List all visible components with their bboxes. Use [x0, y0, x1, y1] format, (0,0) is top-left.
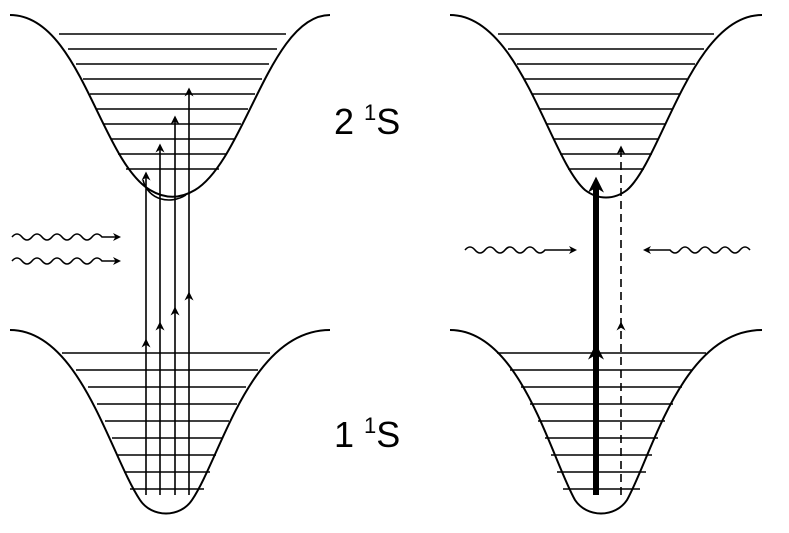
lower-potential-curve-left — [9, 329, 331, 515]
photon-wave-right-counter — [643, 246, 751, 254]
upper-vibrational-levels-right — [498, 33, 714, 170]
upper-state-symbol: S — [376, 101, 401, 142]
photon-wave-right-incoming — [464, 246, 577, 254]
photon-wave-1 — [11, 233, 121, 241]
lower-state-label: 1 1S — [334, 413, 400, 456]
lower-vibrational-levels-left — [62, 352, 270, 490]
lower-potential-curve-right — [449, 329, 763, 515]
upper-state-label: 2 1S — [334, 100, 400, 143]
upper-vibrational-levels-left — [59, 33, 286, 170]
upper-potential-curve-right — [449, 14, 763, 199]
upper-state-number: 2 — [334, 101, 355, 142]
upper-state-multiplicity: 1 — [364, 100, 377, 125]
lower-vibrational-levels-right — [497, 352, 706, 490]
lower-state-symbol: S — [376, 414, 401, 455]
photon-wave-2 — [11, 257, 121, 265]
lower-state-multiplicity: 1 — [364, 413, 377, 438]
upper-potential-curve-left — [9, 14, 331, 198]
lower-state-number: 1 — [334, 414, 355, 455]
